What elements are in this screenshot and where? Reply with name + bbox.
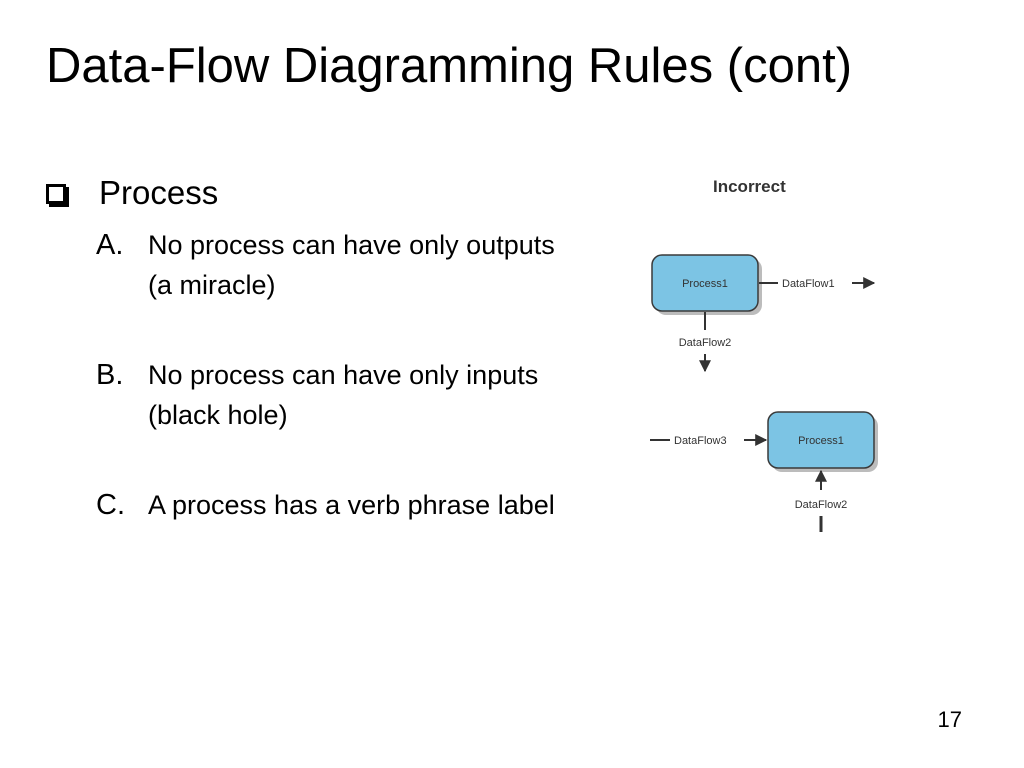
slide-title: Data-Flow Diagramming Rules (cont) <box>46 39 853 93</box>
list-letter: A. <box>96 229 124 261</box>
sub-list: A. No process can have only outputs (a m… <box>96 225 556 575</box>
list-item: A. No process can have only outputs (a m… <box>96 225 556 305</box>
list-letter: C. <box>96 489 125 521</box>
diagram-svg: Incorrect Process1 DataFlow1 DataFlow2 P… <box>650 177 878 532</box>
flow-label-dataflow1: DataFlow1 <box>782 278 835 290</box>
checkbox-bullet-icon <box>46 183 66 204</box>
list-text: No process can have only outputs (a mira… <box>148 230 555 300</box>
list-item: B. No process can have only inputs (blac… <box>96 355 556 435</box>
process-box-bottom <box>767 411 875 469</box>
incorrect-diagram: Incorrect Process1 DataFlow1 DataFlow2 P… <box>620 160 920 560</box>
process-label-top: Process1 <box>682 278 728 290</box>
bullet-label: Process <box>99 174 219 211</box>
flow-label-dataflow3: DataFlow3 <box>674 435 727 447</box>
list-item: C. A process has a verb phrase label <box>96 485 556 525</box>
list-text: No process can have only inputs (black h… <box>148 360 539 430</box>
flow-label-dataflow2-bottom: DataFlow2 <box>795 499 848 511</box>
process-box-top <box>651 254 759 312</box>
process-label-bottom: Process1 <box>798 435 844 447</box>
flow-label-dataflow2-top: DataFlow2 <box>679 337 732 349</box>
list-text: A process has a verb phrase label <box>148 490 555 520</box>
page-number: 17 <box>937 707 962 732</box>
bullet-process: Process <box>46 173 218 213</box>
list-letter: B. <box>96 359 124 391</box>
diagram-heading: Incorrect <box>713 177 786 196</box>
